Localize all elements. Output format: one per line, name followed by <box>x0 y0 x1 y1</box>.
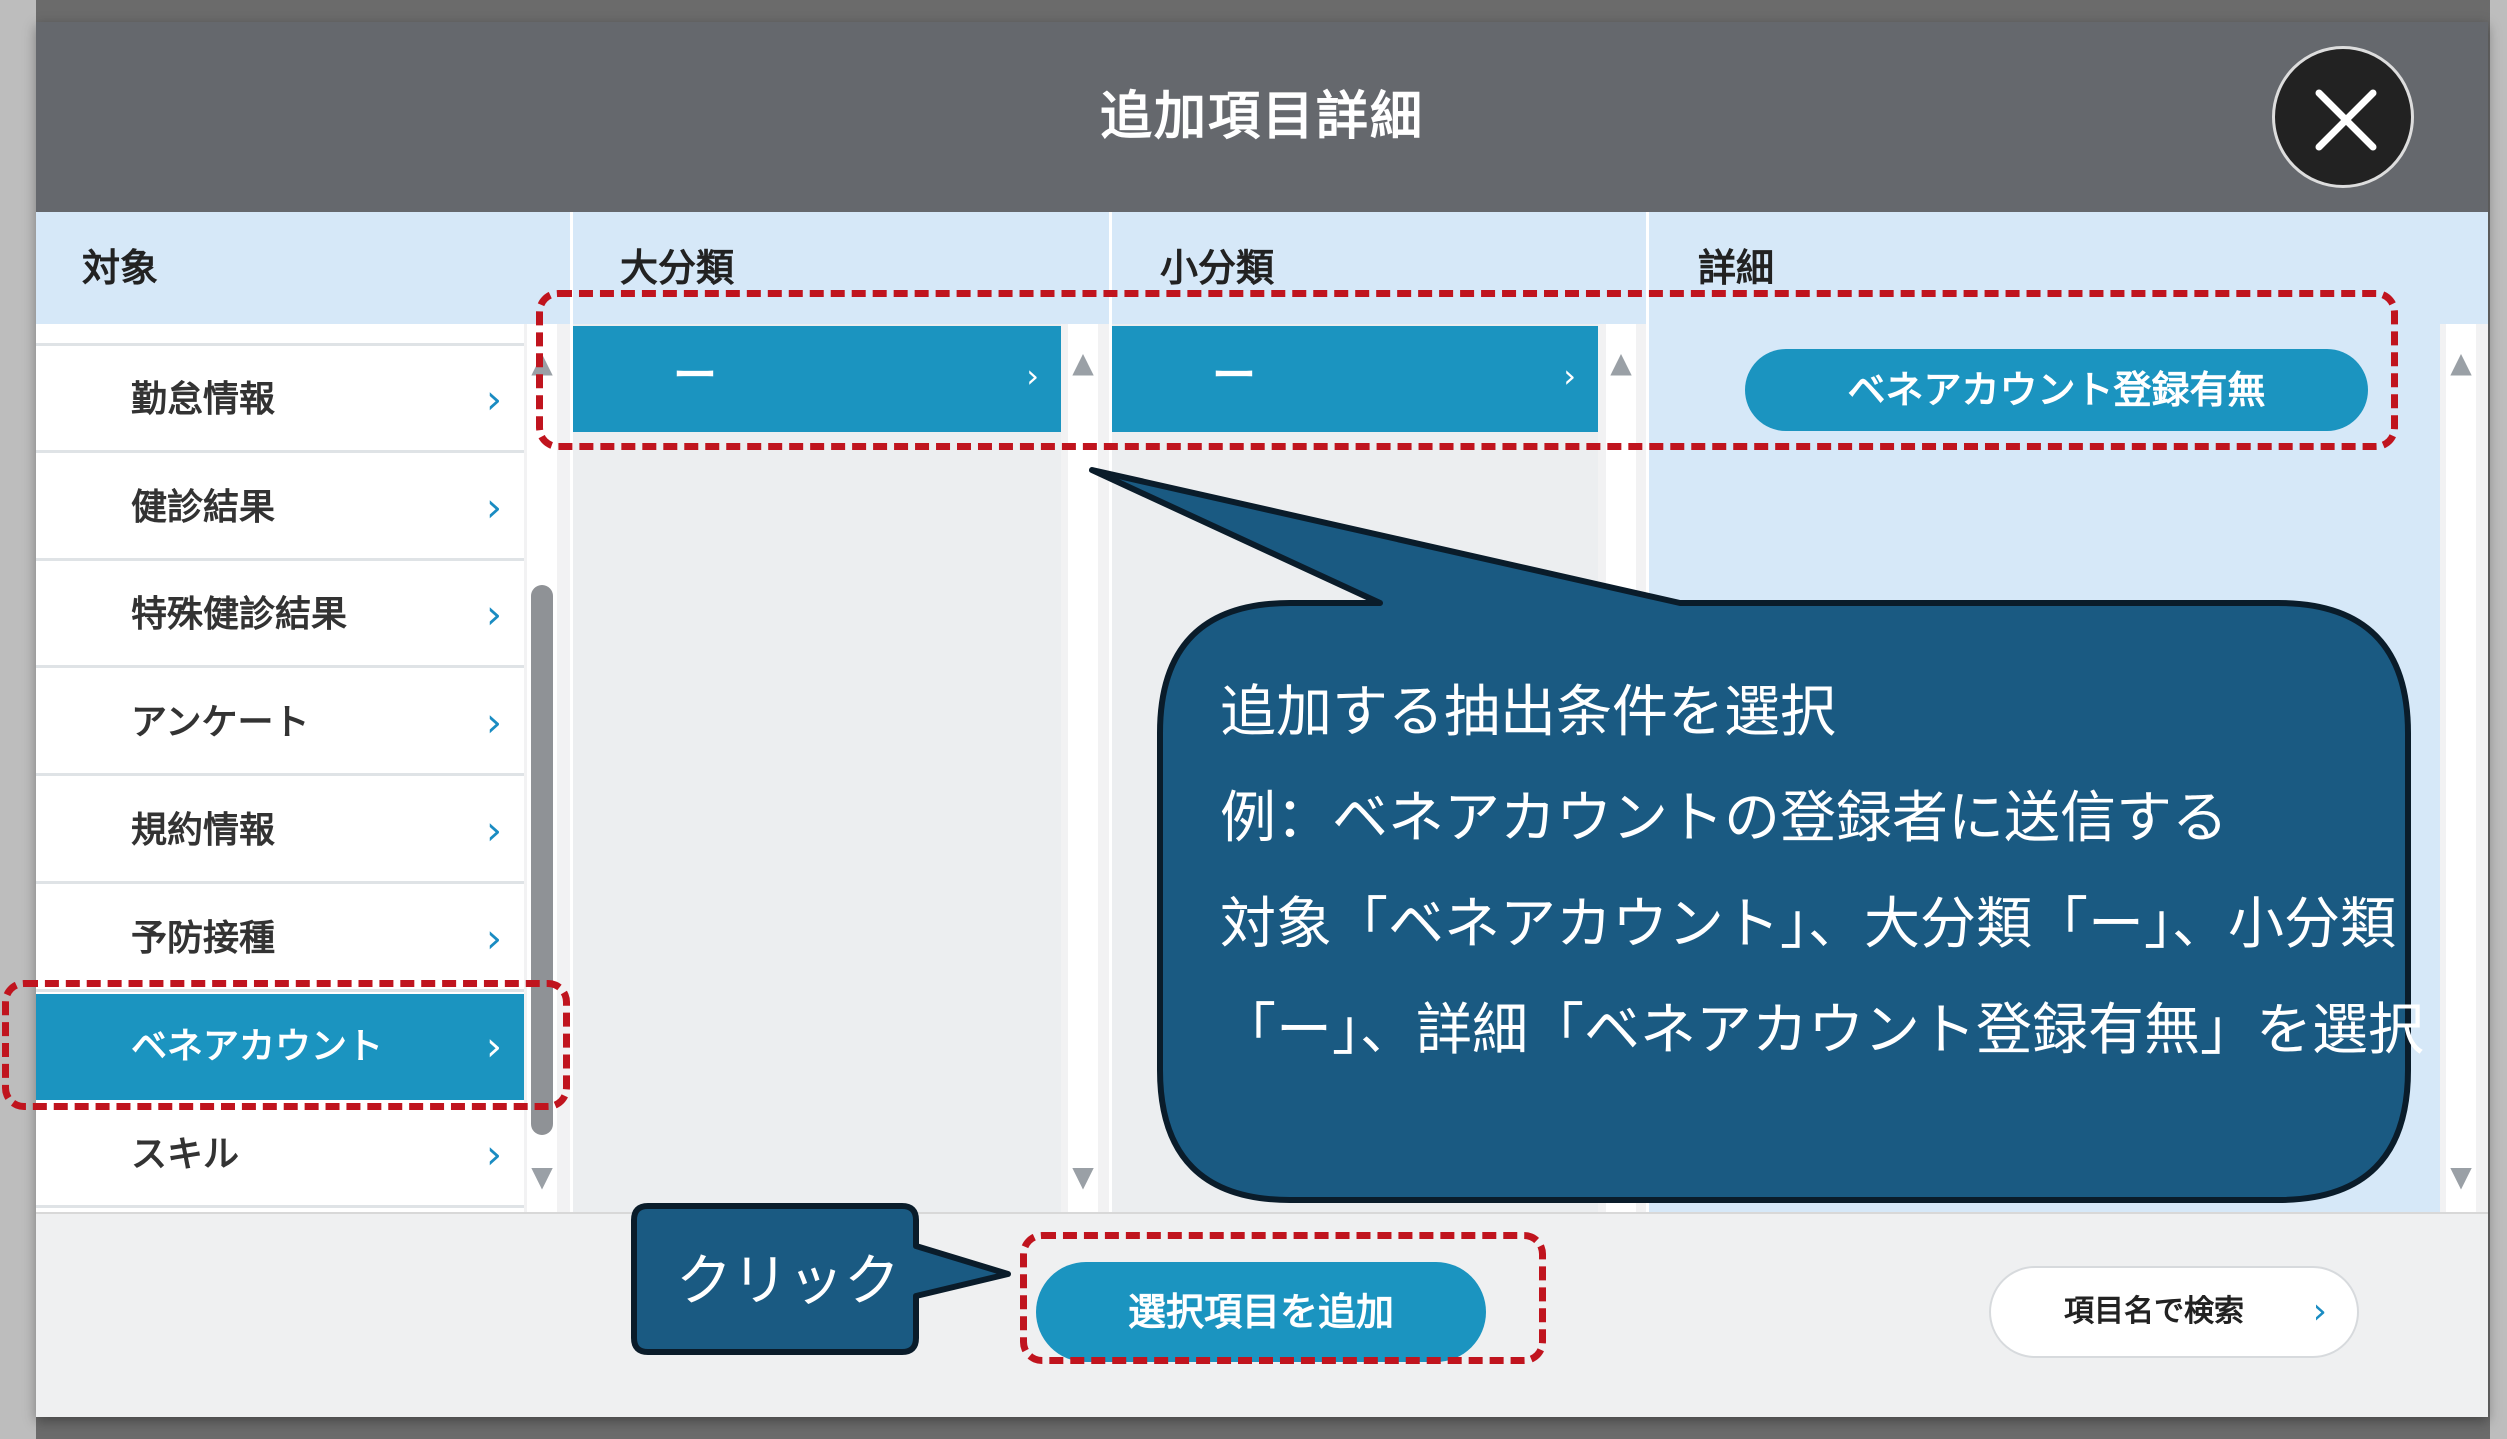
list-item-label: 特殊健診結果 <box>131 594 348 635</box>
chevron-right-icon: › <box>486 1024 502 1070</box>
chevron-right-icon: › <box>486 700 502 746</box>
callout-line: 追加する抽出条件を選択 <box>1220 680 1836 745</box>
list-item-survey[interactable]: アンケート › <box>36 670 524 776</box>
click-callout-label: クリック <box>676 1249 900 1314</box>
click-callout-bubble <box>631 1203 1011 1355</box>
detail-scrollbar[interactable] <box>2446 324 2476 1212</box>
major-category-item[interactable]: ー › <box>573 326 1061 432</box>
search-by-name-button[interactable]: 項目名で検索 › <box>1989 1266 2359 1358</box>
list-item-label: 規約情報 <box>131 810 276 851</box>
callout-line: 例：ベネアカウントの登録者に送信する <box>1220 786 2228 851</box>
close-button[interactable] <box>2272 46 2414 188</box>
list-item-vaccination[interactable]: 予防接種 › <box>36 886 524 992</box>
list-item-attendance[interactable]: 勤怠情報 › <box>36 347 524 453</box>
chevron-right-icon: › <box>486 377 502 423</box>
scroll-up-icon[interactable]: ▲ <box>2450 346 2472 379</box>
search-by-name-label: 項目名で検索 <box>2064 1294 2244 1329</box>
dialog-title: 追加項目詳細 <box>1099 87 1424 147</box>
list-item-terms[interactable]: 規約情報 › <box>36 778 524 884</box>
list-item-label: スキル <box>131 1134 240 1175</box>
scrollbar-thumb[interactable] <box>531 585 553 1135</box>
chevron-right-icon: › <box>486 808 502 854</box>
column-divider <box>1109 212 1112 1212</box>
close-icon <box>2315 89 2377 151</box>
major-category-panel <box>573 324 1061 1212</box>
list-item-label: アンケート <box>131 702 310 743</box>
chevron-right-icon: › <box>1563 357 1576 395</box>
scroll-down-icon[interactable]: ▼ <box>2450 1160 2472 1193</box>
column-header-target: 対象 <box>82 246 159 290</box>
callout-line: 対象「ベネアカウント」、大分類「ー」、小分類 <box>1220 892 2396 957</box>
column-header-detail: 詳細 <box>1698 246 1775 290</box>
list-item-label: 予防接種 <box>131 918 276 959</box>
scroll-up-icon[interactable]: ▲ <box>1610 346 1632 379</box>
list-item-label: ベネアカウント <box>131 1026 384 1067</box>
chevron-right-icon: › <box>486 916 502 962</box>
scroll-down-icon[interactable]: ▼ <box>1072 1160 1094 1193</box>
chevron-right-icon: › <box>1026 357 1039 395</box>
add-selected-button[interactable]: 選択項目を追加 <box>1036 1262 1486 1362</box>
column-header-minor: 小分類 <box>1160 246 1275 290</box>
highlight-box-selection-row <box>536 290 2398 450</box>
list-item-health-check[interactable]: 健診結果 › <box>36 455 524 561</box>
minor-category-label: ー <box>1212 350 1256 401</box>
chevron-right-icon: › <box>2312 1291 2327 1332</box>
list-item-skill[interactable]: スキル › <box>36 1102 524 1208</box>
scroll-up-icon[interactable]: ▲ <box>1072 346 1094 379</box>
column-header-major: 大分類 <box>620 246 735 290</box>
chevron-right-icon: › <box>486 592 502 638</box>
minor-category-item[interactable]: ー › <box>1112 326 1598 432</box>
highlight-box-bene-account <box>2 980 570 1110</box>
highlight-box-add-button <box>1020 1232 1546 1364</box>
list-item-bene-account[interactable]: ベネアカウント › <box>36 994 524 1100</box>
column-divider <box>570 212 573 1212</box>
callout-bubble <box>1089 467 2411 1203</box>
list-item-partial <box>36 324 524 346</box>
background-strip-right <box>2490 0 2507 1439</box>
major-category-label: ー <box>673 350 717 401</box>
column-header-bar <box>36 212 2488 324</box>
callout-line: 「ー」、詳細「ベネアカウント登録有無」を選択 <box>1220 998 2424 1063</box>
list-item-special-health-check[interactable]: 特殊健診結果 › <box>36 562 524 668</box>
chevron-right-icon: › <box>486 1132 502 1178</box>
detail-option-button[interactable]: ベネアカウント登録有無 <box>1745 349 2368 431</box>
background-strip-left <box>0 0 36 1439</box>
scroll-down-icon[interactable]: ▼ <box>531 1160 553 1193</box>
list-item-label: 勤怠情報 <box>131 379 276 420</box>
callout-text: 追加する抽出条件を選択 例：ベネアカウントの登録者に送信する 対象「ベネアカウン… <box>1220 660 2424 1084</box>
list-item-label: 健診結果 <box>131 487 276 528</box>
dialog-header <box>36 22 2488 212</box>
chevron-right-icon: › <box>486 485 502 531</box>
